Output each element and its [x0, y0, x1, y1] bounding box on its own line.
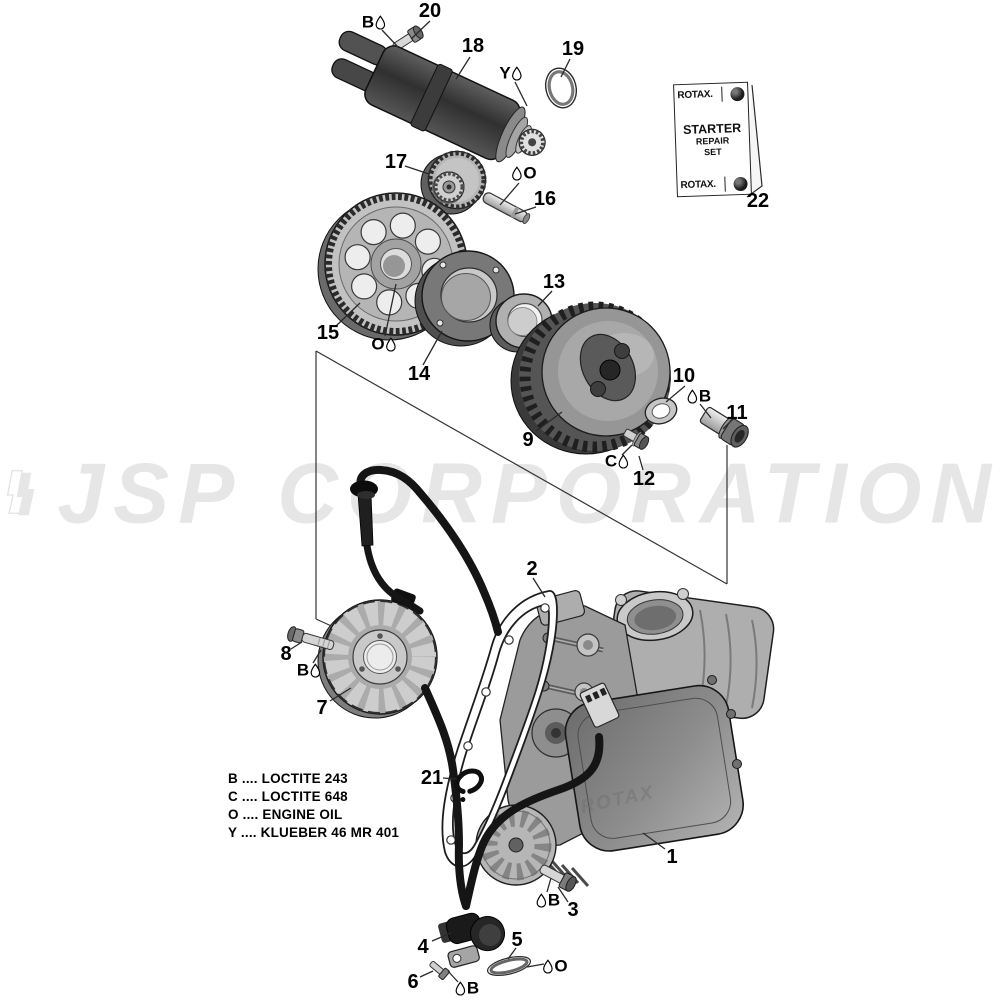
starter-repair-kit-box: ROTAX. STARTER REPAIR SET ROTAX. — [673, 81, 752, 198]
droplet-icon — [375, 15, 386, 29]
screw-12 — [623, 428, 650, 450]
cylinder-bore — [616, 590, 694, 642]
part-callout-6: 6 — [407, 971, 419, 993]
part-callout-10: 10 — [672, 365, 696, 387]
part-callout-17: 17 — [384, 151, 408, 173]
part-callout-9: 9 — [522, 429, 534, 451]
chemical-marker-B: B — [536, 892, 560, 909]
watermark: JSP CORPORATION — [0, 440, 1000, 546]
part-callout-2: 2 — [526, 558, 538, 580]
kit-title: STARTER — [682, 120, 742, 137]
chemical-marker-B: B — [455, 980, 479, 997]
divider — [723, 176, 726, 192]
washer — [644, 397, 678, 425]
watermark-corporation: CORPORATION — [277, 444, 1000, 541]
droplet-icon — [543, 959, 553, 973]
part-callout-3: 3 — [567, 899, 579, 921]
part-callout-20: 20 — [418, 0, 442, 22]
chemical-marker-B: B — [362, 14, 386, 31]
legend-line-Y: Y .... KLUEBER 46 MR 401 — [228, 825, 400, 840]
chemical-code-letter: B — [547, 890, 561, 910]
bearing-plate — [414, 250, 515, 347]
starter-motor — [331, 30, 546, 163]
o-ring-5 — [486, 955, 532, 977]
legend-line-C: C .... LOCTITE 648 — [228, 789, 348, 804]
harness-connector — [579, 682, 620, 728]
chemical-legend: B .... LOCTITE 243 C .... LOCTITE 648 O ..… — [228, 770, 399, 842]
crankshaft-position-sensor — [438, 912, 506, 968]
bolt-8 — [287, 626, 335, 650]
wiring-harness — [356, 465, 604, 910]
droplet-icon — [455, 981, 466, 995]
engine-crankcase: ROTAX — [475, 588, 775, 887]
chemical-marker-O: O — [542, 956, 568, 976]
chemical-code-letter: Y — [499, 63, 511, 83]
divider — [720, 86, 723, 102]
part-callout-21: 21 — [420, 767, 444, 789]
part-callout-14: 14 — [407, 363, 431, 385]
screw-6 — [429, 961, 450, 980]
legend-line-O: O .... ENGINE OIL — [228, 807, 343, 822]
leader-lines — [290, 20, 734, 983]
rotax-brand-bottom: ROTAX. — [680, 178, 717, 192]
kit-subtitle-2: SET — [703, 146, 722, 157]
droplet-icon — [618, 454, 629, 468]
chemical-marker-O: O — [371, 336, 396, 353]
chemical-code-letter: B — [361, 12, 375, 32]
chemical-marker-C: C — [605, 453, 629, 470]
part-callout-7: 7 — [316, 697, 328, 719]
intermediate-gear — [420, 150, 487, 215]
droplet-icon — [512, 166, 522, 180]
chemical-code-letter: O — [523, 163, 537, 183]
bolt-3 — [539, 864, 577, 892]
chemical-marker-O: O — [511, 163, 537, 183]
droplet-icon — [512, 66, 522, 80]
part-callout-13: 13 — [542, 271, 566, 293]
part-callout-18: 18 — [461, 35, 485, 57]
stator — [317, 588, 438, 719]
part-callout-4: 4 — [417, 936, 429, 958]
rotax-logo-icon — [733, 176, 748, 191]
rotax-logo-icon — [730, 86, 745, 101]
chemical-code-letter: B — [698, 386, 712, 406]
chemical-code-letter: B — [466, 978, 480, 998]
part-callout-15: 15 — [316, 322, 340, 344]
chemical-code-letter: C — [604, 451, 618, 471]
o-ring-19 — [544, 67, 578, 109]
part-callout-11: 11 — [726, 402, 748, 424]
part-callout-16: 16 — [533, 188, 557, 210]
part-callout-19: 19 — [561, 38, 585, 60]
droplet-icon — [310, 663, 321, 677]
magneto-cover: ROTAX — [564, 675, 744, 852]
chemical-code-letter: B — [296, 660, 310, 680]
part-callout-12: 12 — [632, 468, 656, 490]
gear-shaft — [482, 192, 531, 224]
legend-line-B: B .... LOCTITE 243 — [228, 771, 348, 786]
chemical-marker-Y: Y — [499, 65, 522, 82]
droplet-icon — [536, 893, 547, 907]
part-callout-1: 1 — [666, 846, 678, 868]
droplet-icon — [386, 337, 396, 351]
chemical-code-letter: O — [554, 956, 568, 976]
harness-grommet — [350, 480, 378, 547]
flywheel-rotor — [510, 301, 671, 455]
droplet-icon — [687, 389, 698, 403]
rotax-brand-top: ROTAX. — [677, 88, 713, 102]
chemical-code-letter: O — [371, 334, 385, 354]
part-callout-5: 5 — [511, 929, 523, 951]
clip-21 — [454, 768, 484, 803]
watermark-jsp: JSP — [57, 444, 244, 541]
part-callout-22: 22 — [746, 190, 770, 212]
chemical-marker-B: B — [687, 388, 711, 405]
part-callout-8: 8 — [280, 643, 292, 665]
jsp-logo-icon — [6, 470, 35, 516]
chemical-marker-B: B — [297, 662, 321, 679]
